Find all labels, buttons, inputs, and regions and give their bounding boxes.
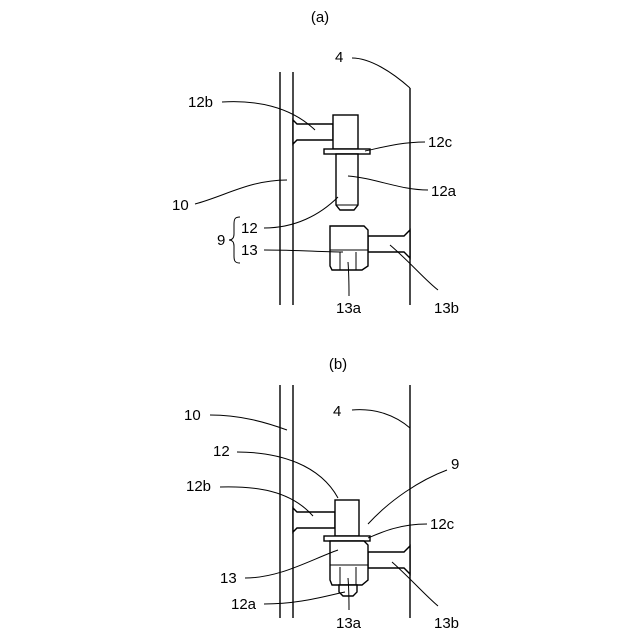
panel-a: (a) 4 12b 12c 10 — [172, 9, 459, 317]
brace-9 — [229, 217, 240, 263]
label-b-13b: 13b — [434, 615, 459, 632]
label-b-12b: 12b — [186, 478, 211, 495]
label-b-9: 9 — [451, 456, 459, 473]
arm-13b — [368, 230, 410, 258]
label-a-12b: 12b — [188, 94, 213, 111]
panel-a-caption: (a) — [311, 9, 329, 26]
label-a-13b: 13b — [434, 300, 459, 317]
leader-b-13b — [392, 562, 438, 606]
shaft-12a-tip-b — [339, 585, 357, 596]
panel-b: (b) 10 4 12 9 12b 12c — [184, 356, 459, 632]
label-b-12c: 12c — [430, 516, 455, 533]
leader-12c — [365, 142, 425, 151]
label-a-10: 10 — [172, 197, 189, 214]
label-a-12: 12 — [241, 220, 258, 237]
label-a-12a: 12a — [431, 183, 457, 200]
leader-12a — [348, 176, 428, 190]
leader-13b — [390, 245, 438, 290]
leader-12 — [264, 197, 338, 228]
label-b-10: 10 — [184, 407, 201, 424]
head-12-b — [335, 500, 359, 536]
label-b-13: 13 — [220, 570, 237, 587]
leader-b-4 — [352, 410, 410, 428]
panel-b-caption: (b) — [329, 356, 347, 373]
arm-12b — [293, 120, 333, 144]
socket-13 — [330, 226, 368, 270]
leader-4 — [352, 58, 410, 88]
label-b-12: 12 — [213, 443, 230, 460]
leader-b-12 — [237, 452, 338, 498]
label-a-13: 13 — [241, 242, 258, 259]
arm-13b-b — [368, 546, 410, 574]
label-b-4: 4 — [333, 403, 341, 420]
leader-b-13 — [245, 550, 338, 578]
label-a-9: 9 — [217, 232, 225, 249]
socket-13-b — [330, 541, 368, 585]
head-12 — [333, 115, 358, 149]
leader-b-12c — [368, 524, 427, 538]
label-a-4: 4 — [335, 49, 343, 66]
label-b-13a: 13a — [336, 615, 362, 632]
flange-12c — [324, 149, 370, 154]
leader-b-12a — [264, 592, 345, 604]
label-a-13a: 13a — [336, 300, 362, 317]
leader-b-10 — [210, 415, 287, 430]
label-a-12c: 12c — [428, 134, 453, 151]
arm-12b-b — [293, 508, 335, 532]
label-b-12a: 12a — [231, 596, 257, 613]
flange-12c-b — [324, 536, 370, 541]
leader-10 — [195, 180, 287, 204]
shaft-12a — [336, 154, 358, 210]
